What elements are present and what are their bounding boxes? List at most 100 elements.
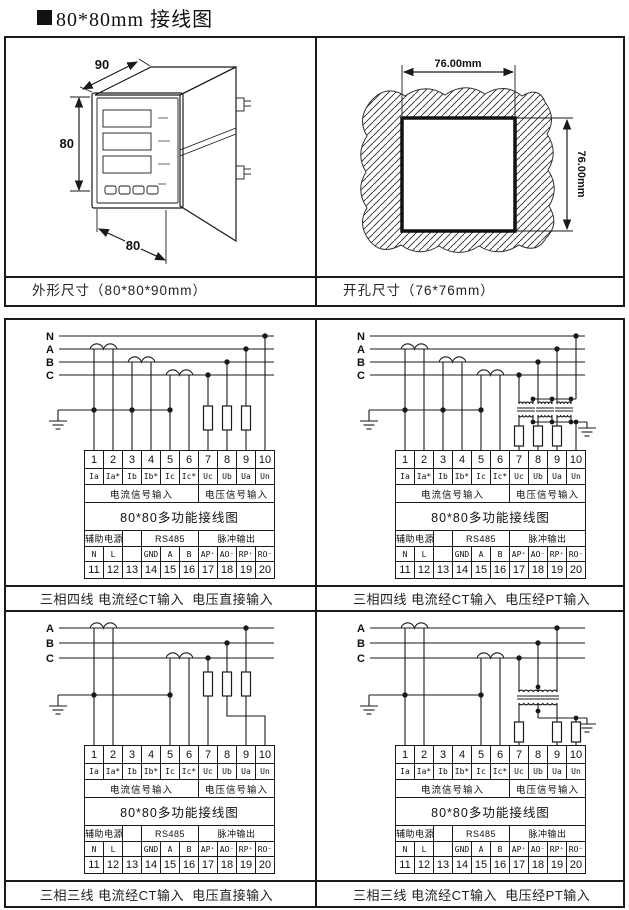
- block-title: 80*80多功能接线图: [395, 502, 586, 531]
- terminal-label: N: [84, 546, 104, 562]
- terminal-labels-bottom-row: N L GND A B AP⁺ AO⁻ RP⁺ RO⁻: [84, 546, 275, 562]
- terminal-label: Un: [255, 468, 275, 485]
- pulse-output-group: 脉冲输出: [198, 530, 275, 547]
- terminal-label: [122, 841, 142, 857]
- cutout-height-dimension: 76.00mm: [517, 117, 587, 232]
- current-signal-group: 电流信号输入: [84, 779, 199, 798]
- vertical-divider: [315, 320, 317, 906]
- display-windows: [102, 109, 152, 174]
- terminal-number: 1: [395, 745, 415, 764]
- phase-label: B: [357, 638, 365, 650]
- terminal-label: Ic*: [490, 468, 510, 485]
- terminal-number: 3: [122, 745, 142, 764]
- pulse-output-group: 脉冲输出: [198, 825, 275, 842]
- terminal-number: 11: [84, 856, 104, 874]
- terminal-number: 7: [198, 450, 218, 469]
- terminal-label: AO⁻: [217, 546, 237, 562]
- terminal-label: Ia*: [103, 763, 123, 780]
- terminal-number: 5: [471, 450, 491, 469]
- ct-secondary-wires: [404, 628, 501, 746]
- ground-symbol: [49, 694, 170, 715]
- terminal-number: 14: [141, 561, 161, 579]
- phase-label: N: [46, 331, 54, 343]
- terminal-number: 16: [179, 561, 199, 579]
- terminal-label: Ib: [433, 763, 453, 780]
- wiring-caption: 三相三线 电流经CT输入 电压直接输入: [40, 887, 274, 903]
- terminal-label: RO⁻: [566, 841, 586, 857]
- terminal-numbers-row: 1 2 3 4 5 6 7 8 9 10: [395, 745, 586, 764]
- terminal-numbers-bottom-row: 11 12 13 14 15 16 17 18 19 20: [84, 856, 275, 874]
- terminal-labels-row: Ia Ia* Ib Ib* Ic Ic* Uc Ub Ua Un: [84, 763, 275, 780]
- rs485-group: RS485: [141, 530, 199, 547]
- front-face: [96, 97, 179, 204]
- terminal-number: 2: [103, 745, 123, 764]
- wiring-panel-3p3w-direct: A B C: [6, 612, 315, 880]
- terminal-labels-row: Ia Ia* Ib Ib* Ic Ic* Uc Ub Ua Un: [84, 468, 275, 485]
- empty-cell: [433, 530, 453, 547]
- terminal-number: 15: [471, 856, 491, 874]
- terminal-number: 17: [198, 856, 218, 874]
- terminal-numbers-bottom-row: 11 12 13 14 15 16 17 18 19 20: [84, 561, 275, 579]
- depth-dimension: 90: [79, 57, 151, 93]
- terminal-number: 7: [509, 745, 529, 764]
- empty-cell: [433, 825, 453, 842]
- terminal-number: 12: [414, 856, 434, 874]
- terminal-number: 1: [84, 450, 104, 469]
- terminal-label: Uc: [198, 468, 218, 485]
- terminal-label: A: [160, 546, 180, 562]
- phase-label: B: [357, 357, 365, 369]
- ct-symbols: [400, 343, 505, 378]
- wiring-panel-3p4w-direct: N A B C: [6, 320, 315, 585]
- terminal-label: Ic: [471, 468, 491, 485]
- fuse-symbols: [202, 671, 252, 697]
- terminal-label: Un: [566, 763, 586, 780]
- fuse-symbols: [513, 721, 582, 743]
- voltage-wires: [207, 628, 266, 746]
- terminal-label: AP⁺: [509, 546, 529, 562]
- terminal-label: AO⁻: [217, 841, 237, 857]
- front-bezel: [91, 92, 184, 209]
- ground-symbol-left: [360, 409, 481, 430]
- voltage-wires: [207, 336, 266, 452]
- outline-drawing: 90 80 80: [60, 57, 251, 264]
- wiring-caption: 三相四线 电流经CT输入 电压经PT输入: [353, 592, 591, 607]
- phase-label: B: [46, 638, 54, 650]
- terminal-label: AP⁺: [509, 841, 529, 857]
- terminal-number: 11: [395, 561, 415, 579]
- terminal-number: 7: [198, 745, 218, 764]
- terminal-label: Ub: [217, 763, 237, 780]
- wiring-panel-3p4w-pt: N A B C: [317, 320, 623, 585]
- terminal-label: Ic: [160, 763, 180, 780]
- terminal-block-table: 1 2 3 4 5 6 7 8 9 10 Ia Ia* Ib Ib* Ic Ic…: [395, 450, 586, 579]
- cutout-drawing: 76.00mm 76.00mm: [360, 57, 587, 253]
- wiring-caption: 三相三线 电流经CT输入 电压经PT输入: [353, 887, 591, 903]
- terminal-label: Ua: [236, 763, 256, 780]
- terminal-label: RP⁺: [236, 841, 256, 857]
- terminal-label: Ic*: [490, 763, 510, 780]
- output-group-row: 辅助电源 RS485 脉冲输出: [84, 825, 275, 842]
- terminal-number: 4: [141, 745, 161, 764]
- terminal-label: N: [395, 841, 415, 857]
- terminal-number: 11: [395, 856, 415, 874]
- terminal-numbers-row: 1 2 3 4 5 6 7 8 9 10: [84, 450, 275, 469]
- terminal-number: 5: [471, 745, 491, 764]
- wiring-block: N A B C: [4, 318, 625, 908]
- terminal-number: 2: [414, 745, 434, 764]
- block-title-row: 80*80多功能接线图: [84, 502, 275, 531]
- terminal-label: Ib*: [141, 468, 161, 485]
- terminal-label: Ua: [236, 468, 256, 485]
- terminal-number: 4: [452, 450, 472, 469]
- width-dimension: 80: [96, 209, 167, 264]
- terminal-label: Ic: [160, 468, 180, 485]
- terminal-number: 3: [122, 450, 142, 469]
- terminal-number: 6: [490, 450, 510, 469]
- signal-group-row: 电流信号输入 电压信号输入: [84, 779, 275, 798]
- terminal-number: 5: [160, 450, 180, 469]
- output-group-row: 辅助电源 RS485 脉冲输出: [395, 530, 586, 547]
- terminal-label: AO⁻: [528, 546, 548, 562]
- terminal-number: 10: [566, 745, 586, 764]
- terminal-label: AP⁺: [198, 841, 218, 857]
- rs485-group: RS485: [452, 825, 510, 842]
- terminal-label: L: [414, 546, 434, 562]
- terminal-number: 8: [217, 745, 237, 764]
